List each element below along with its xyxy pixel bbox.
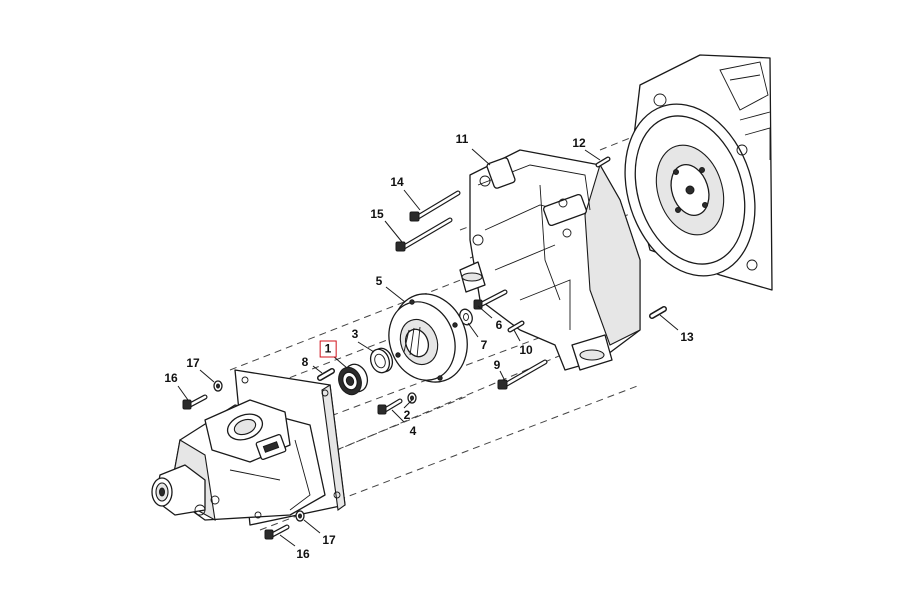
part-15-bolt [395, 217, 453, 252]
part-8-pin [317, 368, 335, 381]
callout-part-13[interactable]: 13 [680, 330, 694, 344]
callout-part-15[interactable]: 15 [370, 207, 384, 221]
callout-part-10[interactable]: 10 [519, 343, 533, 357]
callout-part-12[interactable]: 12 [572, 136, 586, 150]
part-10-pin [507, 320, 525, 333]
part-14-bolt [409, 190, 461, 222]
part-5-adapter-flange [388, 293, 468, 383]
callout-part-17-lower[interactable]: 17 [322, 533, 336, 547]
callout-part-6[interactable]: 6 [495, 318, 503, 332]
callout-part-8[interactable]: 8 [301, 355, 309, 369]
callout-part-1[interactable]: 1 [319, 340, 337, 358]
part-3-ring [369, 347, 394, 374]
callout-part-5[interactable]: 5 [375, 274, 383, 288]
part-2-washer [407, 392, 417, 404]
part-13-dowel [649, 306, 667, 319]
part-17-washer-lower [295, 510, 305, 522]
part-17-washer-upper [213, 380, 223, 392]
callout-part-14[interactable]: 14 [390, 175, 404, 189]
part-16-bolt-lower [264, 524, 290, 540]
part-9-bolt [497, 359, 548, 390]
part-11-housing [459, 149, 641, 371]
callout-part-7[interactable]: 7 [480, 338, 488, 352]
leader-lines [177, 148, 679, 547]
part-4-bolt [377, 398, 403, 415]
callout-part-16-lower[interactable]: 16 [296, 547, 310, 561]
part-12-dowel [595, 156, 611, 168]
callout-part-17-upper[interactable]: 17 [186, 356, 200, 370]
callout-part-11[interactable]: 11 [455, 132, 469, 146]
callout-part-9[interactable]: 9 [493, 358, 501, 372]
callout-part-4[interactable]: 4 [409, 424, 417, 438]
callout-part-3[interactable]: 3 [351, 327, 359, 341]
flywheel-engine [624, 54, 773, 291]
part-16-bolt-upper [182, 394, 208, 410]
part-1-coupling [338, 363, 369, 396]
part-6-bolt [473, 289, 508, 310]
callout-part-16-upper[interactable]: 16 [164, 371, 178, 385]
callout-part-2[interactable]: 2 [403, 408, 411, 422]
hydraulic-pump [151, 369, 346, 526]
